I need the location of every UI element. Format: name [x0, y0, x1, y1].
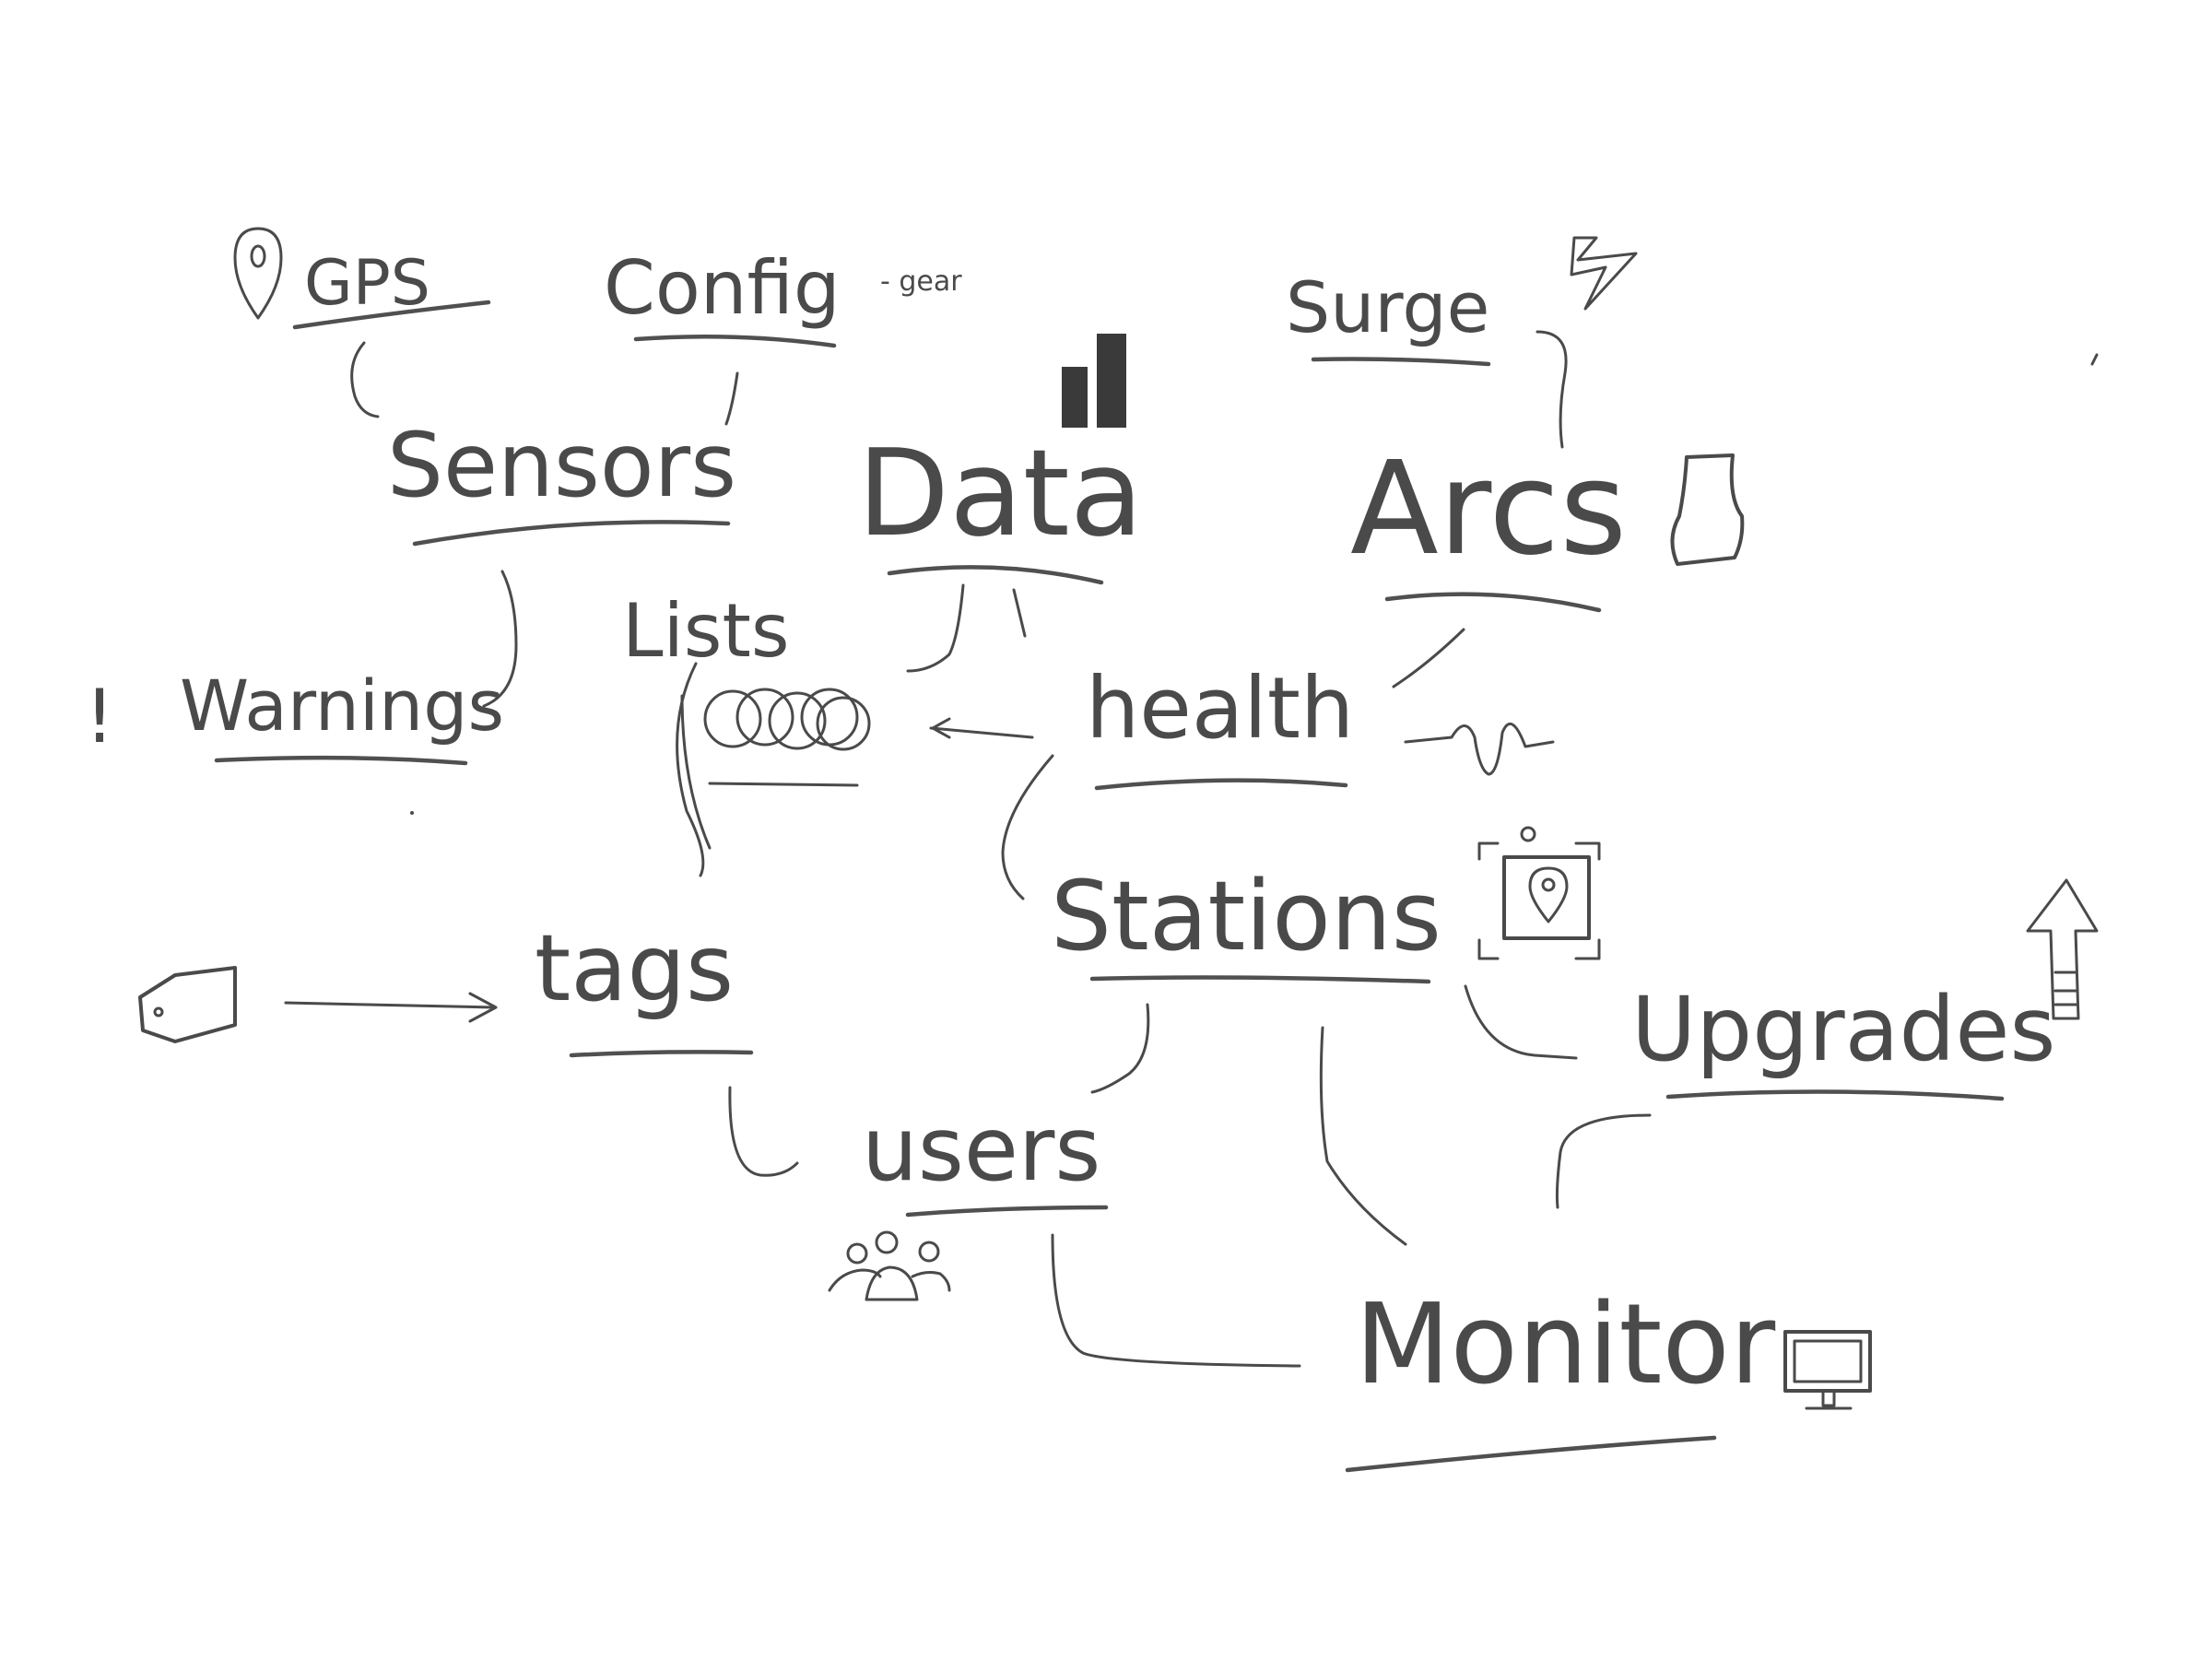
- up-arrow-icon: [2026, 878, 2099, 1020]
- node-upgrades: Upgrades: [1631, 878, 2099, 1101]
- connector-tags-users: [728, 1086, 799, 1177]
- node-config: Config - gear: [604, 245, 962, 348]
- node-surge: Surge: [1286, 236, 1638, 367]
- node-arcs-label: Arcs: [1350, 434, 1627, 584]
- node-monitor-label: Monitor: [1355, 1281, 1776, 1409]
- connector-health-stations: [1001, 754, 1054, 900]
- heartbeat-icon: [1404, 722, 1555, 776]
- node-warnings: ! Warnings: [85, 665, 504, 766]
- scribble-icon: [676, 662, 871, 877]
- monitor-icon: [1783, 1330, 1872, 1410]
- node-monitor: Monitor: [1345, 1281, 1872, 1473]
- station-location-icon: [1477, 826, 1601, 960]
- node-config-note: - gear: [880, 265, 962, 298]
- node-upgrades-label: Upgrades: [1631, 978, 2055, 1081]
- connector-data-lists: [906, 583, 965, 673]
- connector-lines: [284, 330, 1652, 1368]
- node-health: health: [1086, 659, 1555, 791]
- node-sensors: Sensors: [387, 414, 736, 547]
- lightning-bolt-icon: [1570, 236, 1638, 311]
- node-users: users: [828, 1098, 1109, 1301]
- battery-icon: [1670, 453, 1745, 566]
- price-tag-icon: [138, 966, 237, 1043]
- connector-surge-arcs: [1535, 330, 1568, 449]
- connector-arcs-health: [1392, 628, 1465, 688]
- node-users-label: users: [862, 1098, 1100, 1201]
- node-stations: Stations: [1051, 826, 1601, 984]
- node-data: Data: [857, 334, 1143, 585]
- connector-sensors-warnings: [482, 570, 518, 708]
- node-data-label: Data: [857, 423, 1143, 563]
- connector-stations-monitor: [1319, 1026, 1407, 1246]
- node-tags-label: tags: [535, 914, 734, 1022]
- connector-stations-users: [1090, 1003, 1150, 1094]
- node-gps: GPS: [233, 227, 491, 330]
- node-lists: Lists: [622, 588, 871, 877]
- node-health-label: health: [1086, 659, 1354, 758]
- connector-upgrades-monitor: [1555, 1113, 1652, 1209]
- map-pin-icon: [233, 227, 283, 320]
- node-config-label: Config: [604, 245, 841, 331]
- warnings-exclamation: !: [85, 674, 114, 759]
- connector-data-health: [1012, 588, 1027, 638]
- users-group-icon: [828, 1230, 951, 1301]
- node-warnings-label: Warnings: [180, 665, 504, 747]
- node-stations-label: Stations: [1051, 860, 1441, 972]
- connector-stations-upgrades: [1464, 984, 1578, 1060]
- bar-chart-icon: [1062, 334, 1126, 428]
- node-tags: tags: [138, 914, 754, 1058]
- node-sensors-label: Sensors: [387, 414, 736, 517]
- stray-marks: [410, 353, 2099, 815]
- node-arcs: Arcs: [1350, 434, 1745, 613]
- node-lists-label: Lists: [622, 588, 790, 674]
- connector-config-sensors: [724, 371, 739, 426]
- node-gps-label: GPS: [304, 247, 430, 320]
- node-surge-label: Surge: [1286, 266, 1489, 348]
- connector-users-monitor: [1051, 1233, 1301, 1368]
- connector-tagicon-tags: [284, 1001, 495, 1009]
- connector-health-lists: [929, 726, 1034, 739]
- connector-gps-sensors: [350, 341, 380, 418]
